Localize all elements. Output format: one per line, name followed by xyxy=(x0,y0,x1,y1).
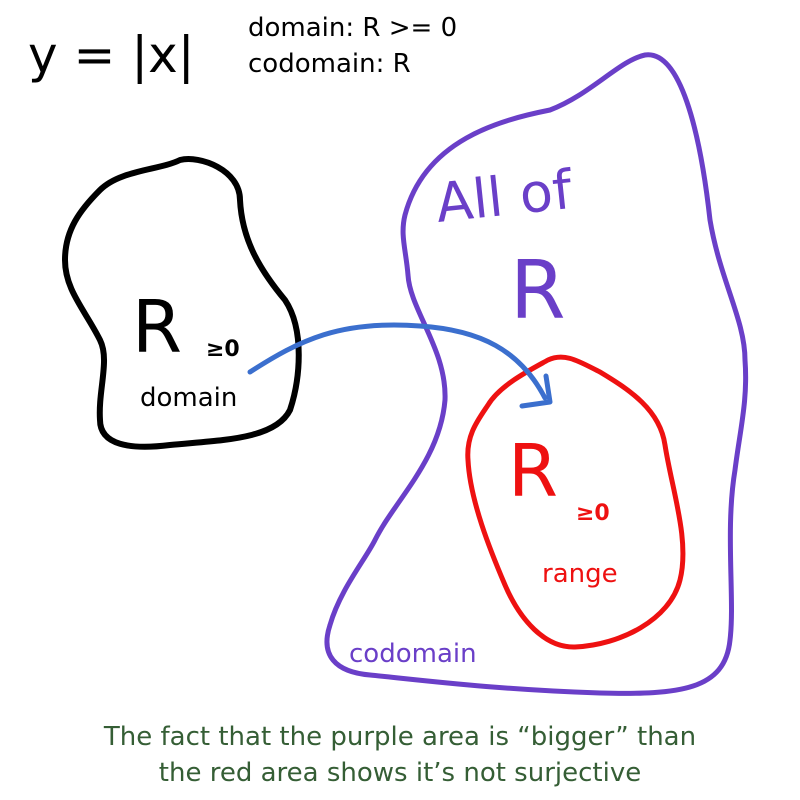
codomain-set-symbol: R xyxy=(510,244,566,337)
codomain-label: codomain xyxy=(349,639,477,669)
function-label: y = |x| xyxy=(28,26,195,84)
domain-set-subscript: ≥0 xyxy=(206,337,240,362)
range-label: range xyxy=(542,559,618,589)
caption-line-2: the red area shows it’s not surjective xyxy=(158,758,642,788)
mapping-arrow xyxy=(247,322,548,401)
domain-definition: domain: R >= 0 xyxy=(248,13,457,43)
range-set-outline xyxy=(465,354,686,650)
range-set-subscript: ≥0 xyxy=(576,501,610,526)
codomain-title: All of xyxy=(433,158,577,235)
range-set-symbol: R xyxy=(508,429,558,513)
domain-set-outline xyxy=(62,156,302,450)
domain-set-symbol: R xyxy=(132,285,182,369)
mapping-arrowhead xyxy=(519,373,553,409)
codomain-set-outline xyxy=(324,52,749,696)
domain-label: domain xyxy=(140,383,237,413)
codomain-definition: codomain: R xyxy=(248,49,411,79)
caption-line-1: The fact that the purple area is “bigger… xyxy=(103,722,697,752)
